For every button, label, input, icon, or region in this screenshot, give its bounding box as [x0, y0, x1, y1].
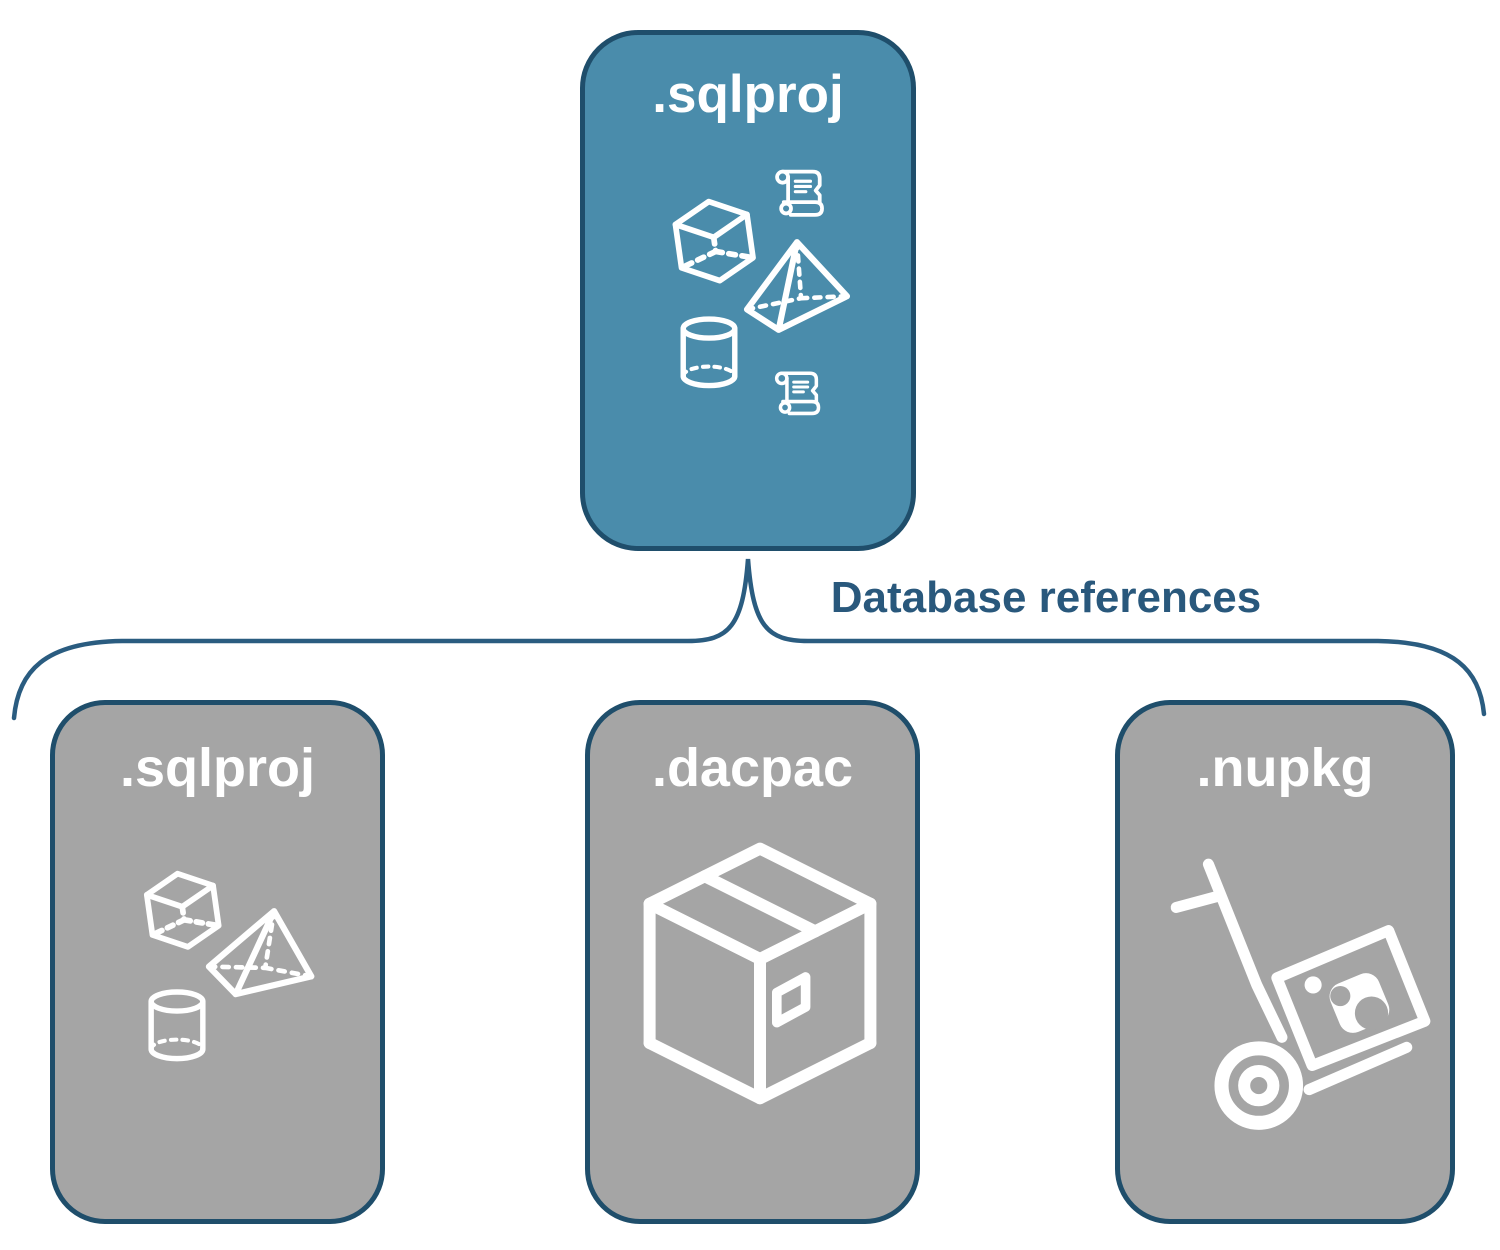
node-sqlproj-child: .sqlproj	[50, 700, 385, 1224]
cube-icon	[133, 862, 232, 961]
node-sqlproj-parent: .sqlproj	[580, 30, 916, 551]
node-title: .sqlproj	[119, 738, 315, 798]
scroll-icon	[771, 367, 825, 421]
node-title: .sqlproj	[652, 65, 844, 124]
node-nupkg: .nupkg	[1115, 700, 1455, 1224]
node-title: .nupkg	[1196, 738, 1374, 798]
package-box-icon	[640, 837, 880, 1129]
edge-label: Database references	[830, 573, 1262, 622]
pyramid-icon	[743, 239, 851, 333]
pyramid-icon	[204, 898, 326, 1013]
cylinder-icon	[143, 983, 211, 1069]
scroll-icon	[771, 165, 829, 223]
cylinder-icon	[675, 315, 743, 391]
node-dacpac: .dacpac	[585, 700, 920, 1224]
nuget-hand-truck-icon	[1144, 843, 1446, 1145]
cube-icon	[661, 187, 769, 299]
node-title: .dacpac	[651, 738, 854, 798]
